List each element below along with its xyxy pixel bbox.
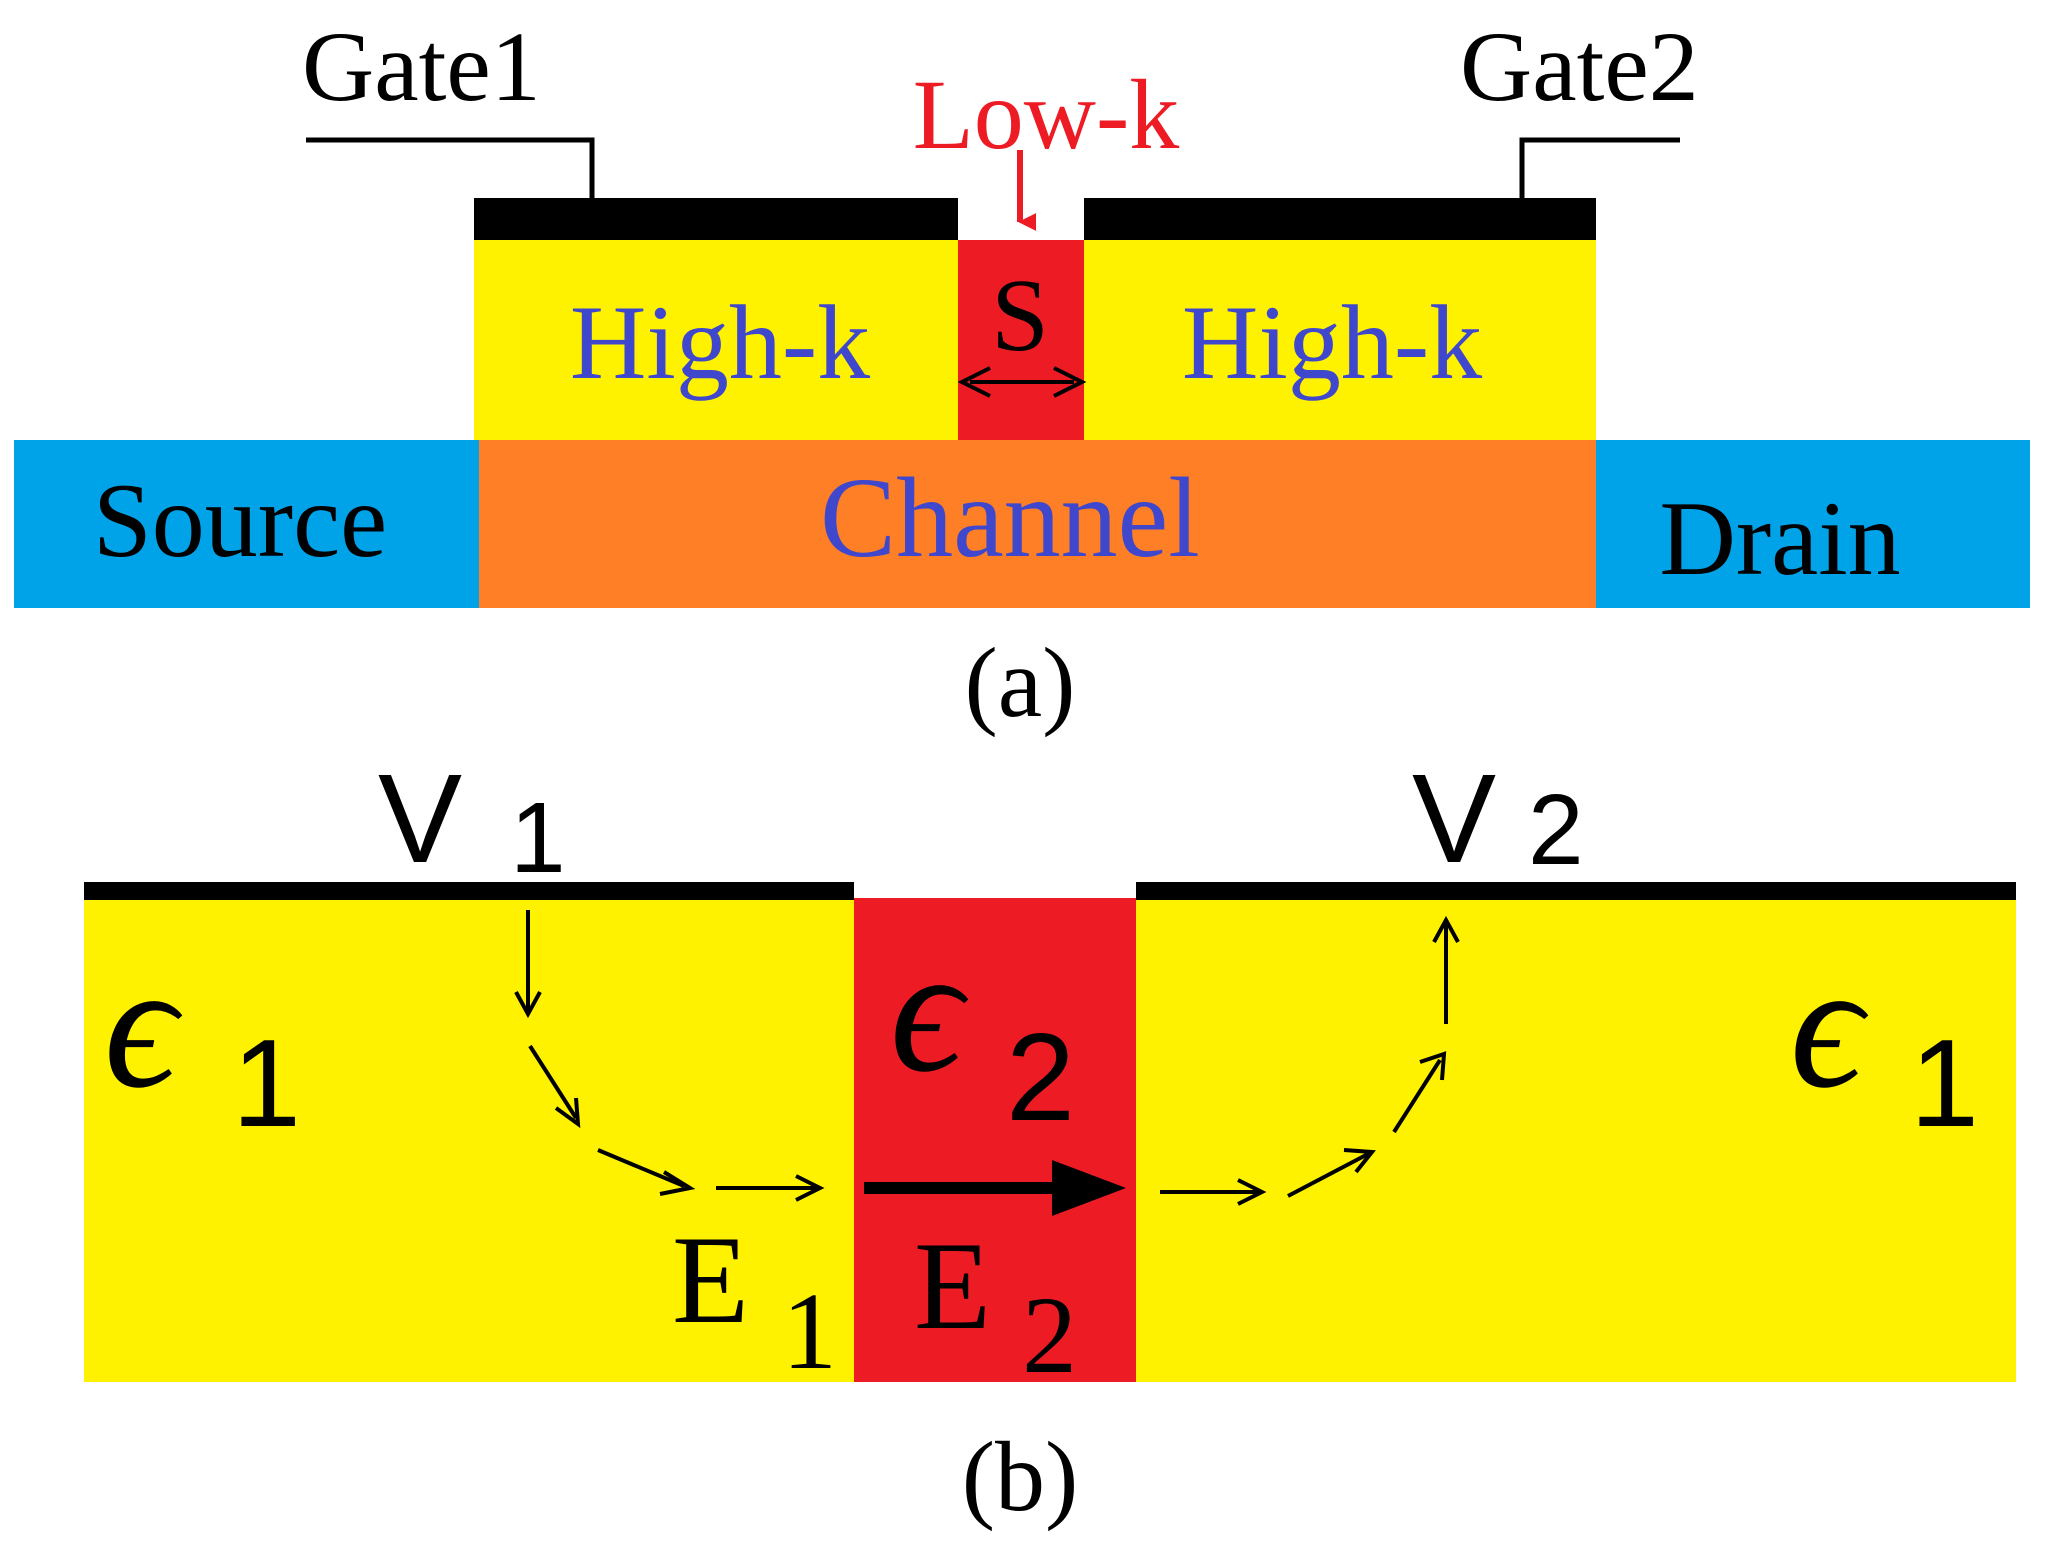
v1-sub: 1 [510,782,566,894]
gate1-electrode [474,198,958,240]
source-label: Source [93,462,387,579]
e2-base: E [914,1217,991,1356]
panel-a: Gate1 Gate2 Low-k S High-k High-k Source… [14,11,2030,738]
v1-base: V [378,748,462,889]
epsilon1-right-region [1136,898,2016,1382]
gate1-label: Gate1 [302,11,541,122]
caption-a: (a) [965,627,1076,738]
v2-base: V [1412,748,1496,889]
v2-sub: 2 [1528,774,1584,886]
gate2-lead [1522,140,1680,198]
epsilon1-left-sub: 1 [232,1015,301,1153]
low-k-label: Low-k [913,59,1180,170]
channel-label: Channel [820,454,1200,581]
epsilon1-right-sub: 1 [1910,1015,1979,1153]
gate2-label: Gate2 [1460,11,1699,122]
gate1-lead [306,140,592,198]
e2-sub: 2 [1022,1274,1077,1396]
e1-sub: 1 [782,1270,837,1392]
epsilon2-base: ϵ [890,910,969,1109]
v2-label: V 2 [1412,748,1584,889]
e1-base: E [672,1211,749,1350]
panel-b: V 1 V 2 ϵ 1 ϵ 2 ϵ 1 E 1 E 2 (b) [84,748,2016,1532]
high-k-right-label: High-k [1182,284,1482,401]
epsilon2-sub: 2 [1006,1009,1075,1147]
drain-label: Drain [1659,480,1900,597]
epsilon1-right-base: ϵ [1790,926,1869,1125]
gate2-electrode [1084,198,1596,240]
epsilon1-left-base: ϵ [104,926,183,1125]
spacer-width-symbol: S [991,258,1049,373]
caption-b: (b) [962,1421,1079,1532]
high-k-left-label: High-k [570,284,870,401]
v1-electrode [84,882,854,900]
v1-label: V 1 [378,748,566,894]
